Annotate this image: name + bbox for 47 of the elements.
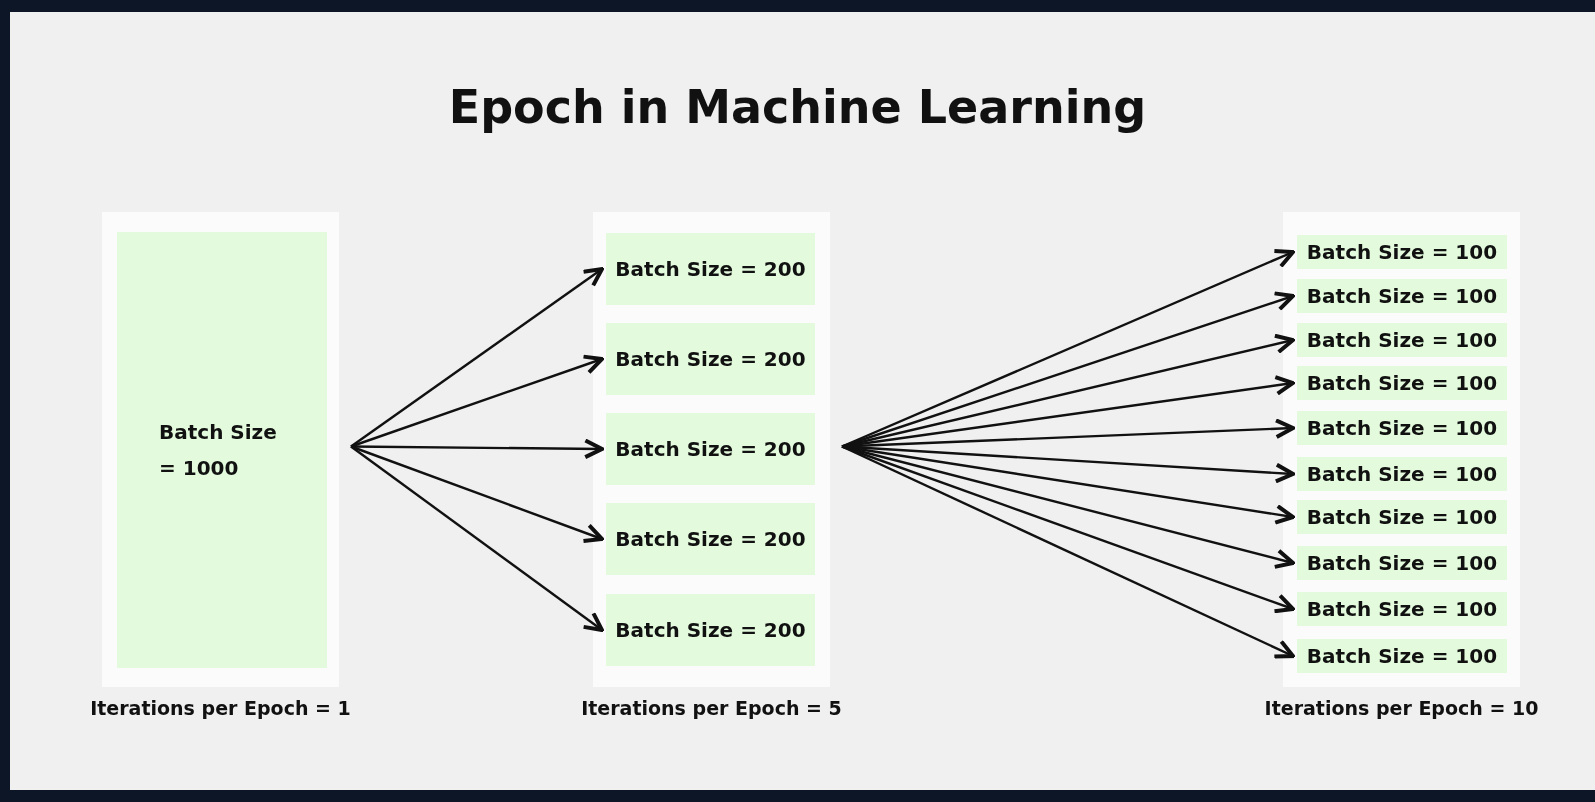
- batch-box: [606, 233, 815, 305]
- arrow: [841, 291, 1295, 448]
- batch-box: [1297, 279, 1507, 313]
- batch-box: [1297, 500, 1507, 534]
- batch-size-label: Batch Size = 200: [615, 437, 806, 461]
- batch-box: [1297, 323, 1507, 357]
- batch-box: [1297, 235, 1507, 269]
- batch-size-label: Batch Size = 100: [1306, 416, 1498, 440]
- iterations-caption: Iterations per Epoch = 5: [581, 697, 842, 719]
- arrow: [350, 354, 604, 448]
- batch-size-label: Batch Size = 100: [1306, 644, 1498, 668]
- batch-box: [1297, 457, 1507, 491]
- batch-box: [1297, 546, 1507, 580]
- batch-box: [1297, 639, 1507, 673]
- batch-size-label: Batch Size = 100: [1306, 551, 1498, 575]
- batch-size-label: Batch Size = 200: [615, 347, 806, 371]
- arrow: [350, 445, 604, 632]
- batch-size-label: Batch Size = 100: [1306, 284, 1498, 308]
- batch-box: [1297, 592, 1507, 626]
- batch-size-label: Batch Size = 100: [1306, 462, 1498, 486]
- batch-box: [1297, 366, 1507, 400]
- arrow: [841, 445, 1295, 659]
- batch-size-label: Batch Size = 200: [615, 618, 806, 642]
- diagram-title: Epoch in Machine Learning: [448, 80, 1147, 134]
- batch-size-label: Batch Size = 100: [1306, 597, 1498, 621]
- batch-size-label: Batch Size = 200: [615, 527, 806, 551]
- iterations-caption: Iterations per Epoch = 1: [90, 697, 351, 719]
- batch-size-label: Batch Size = 100: [1306, 240, 1498, 264]
- batch-box: [117, 232, 327, 668]
- batch-size-label: Batch Size = 100: [1306, 328, 1498, 352]
- batch-size-label: Batch Size = 1000: [159, 419, 278, 482]
- batch-box: [606, 323, 815, 395]
- arrow: [351, 438, 604, 460]
- panel: [593, 212, 830, 687]
- batch-size-label: Batch Size = 100: [1306, 371, 1498, 395]
- panel: [1283, 212, 1520, 687]
- arrow: [350, 267, 604, 448]
- batch-box: [606, 503, 815, 575]
- arrow: [841, 445, 1295, 484]
- batch-size-label: Batch Size = 200: [615, 257, 806, 281]
- batch-box: [606, 413, 815, 485]
- batch-size-label: Batch Size = 100: [1306, 505, 1498, 529]
- panel: [102, 212, 339, 687]
- iterations-caption: Iterations per Epoch = 10: [1264, 697, 1539, 719]
- arrow: [350, 445, 604, 544]
- batch-box: [606, 594, 815, 666]
- batch-box: [1297, 411, 1507, 445]
